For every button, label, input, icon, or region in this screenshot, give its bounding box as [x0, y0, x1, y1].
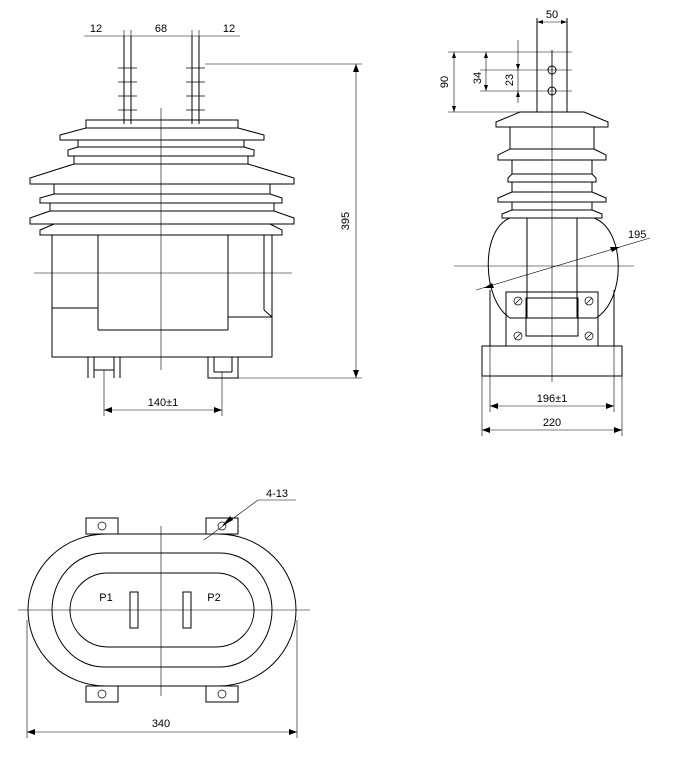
dim-top-height: 90 [439, 76, 451, 88]
dim-height: 395 [340, 212, 352, 230]
dim-foot-spacing: 140±1 [148, 397, 179, 409]
dim-base-holes: 196±1 [537, 393, 568, 405]
front-terminal-right [186, 36, 205, 124]
side-dim-diameter [475, 237, 651, 291]
top-middle-outline [51, 552, 273, 668]
front-terminal-left [118, 36, 137, 124]
top-outer-outline [27, 533, 297, 687]
dim-hole-34: 34 [472, 72, 484, 84]
front-body [51, 234, 273, 358]
front-insulator-sheds [29, 119, 295, 236]
dim-body-diameter: 195 [628, 229, 646, 241]
terminal-label-p2: P2 [207, 592, 220, 604]
front-dim-height [205, 63, 362, 379]
dim-hole-23: 23 [504, 74, 516, 86]
front-feet [87, 357, 239, 379]
terminal-label-p1: P1 [99, 592, 112, 604]
top-dim-length [26, 620, 298, 738]
dim-mounting-holes: 4-13 [266, 488, 288, 500]
side-dim-base-width [481, 376, 623, 436]
top-inner-outline [69, 572, 255, 648]
side-dim-base-holes [489, 346, 615, 412]
dim-terminal-right: 12 [223, 23, 235, 35]
top-view: P1 P2 4-13 340 [18, 488, 310, 738]
dim-length: 340 [152, 718, 170, 730]
side-dim-top-width [537, 20, 567, 24]
dim-top-width: 50 [546, 9, 558, 21]
front-dim-feet [103, 370, 223, 416]
side-dim-heights [448, 40, 572, 113]
dim-terminal-spacing: 68 [155, 23, 167, 35]
front-dim-terminals [84, 30, 240, 42]
front-view: 12 68 12 395 140±1 [29, 23, 362, 416]
side-view: 50 90 34 23 195 [439, 9, 651, 436]
dim-base-width: 220 [543, 417, 561, 429]
top-dim-holes-leader [203, 499, 296, 541]
dim-terminal-left: 12 [90, 23, 102, 35]
